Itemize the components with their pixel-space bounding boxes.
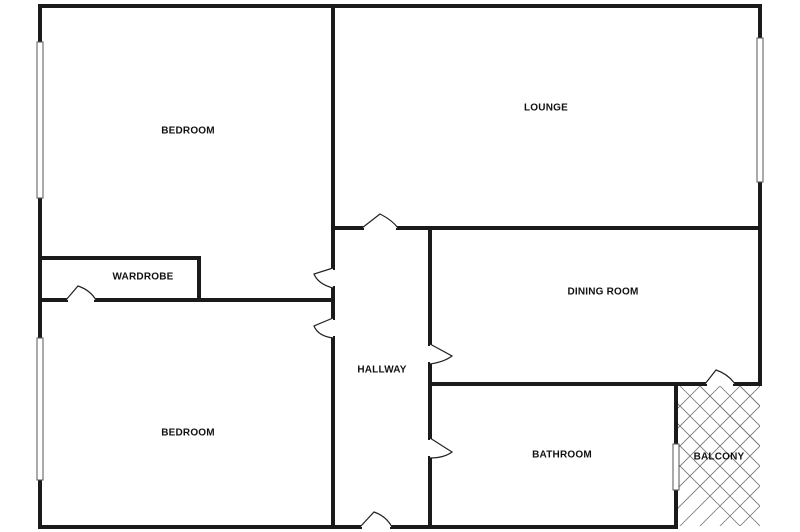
interior-walls (38, 4, 762, 529)
door-wardrobe (65, 285, 97, 301)
doors (65, 213, 736, 528)
label-lounge: LOUNGE (524, 103, 568, 114)
door-balcony (704, 369, 736, 385)
label-bedroom-bottom: BEDROOM (161, 428, 215, 439)
label-dining-room: DINING ROOM (567, 287, 638, 298)
window-bedroom-top (36, 41, 44, 199)
balcony-hatching (678, 386, 760, 526)
label-hallway: HALLWAY (357, 365, 406, 376)
door-bedroom-bottom (313, 317, 334, 339)
exterior-walls (38, 4, 762, 529)
door-lounge (361, 213, 399, 229)
door-dining (429, 343, 454, 365)
label-bathroom: BATHROOM (532, 450, 592, 461)
door-bedroom-top (313, 267, 334, 289)
windows (36, 37, 764, 491)
door-bathroom (429, 437, 454, 459)
label-bedroom-top: BEDROOM (161, 126, 215, 137)
window-bathroom-balcony (672, 443, 680, 491)
window-lounge (756, 37, 764, 183)
label-wardrobe: WARDROBE (112, 272, 173, 283)
window-bedroom-bottom (36, 337, 44, 481)
label-balcony: BALCONY (694, 452, 745, 463)
room-labels: BEDROOM LOUNGE WARDROBE DINING ROOM HALL… (112, 103, 744, 463)
door-entrance (359, 511, 393, 528)
